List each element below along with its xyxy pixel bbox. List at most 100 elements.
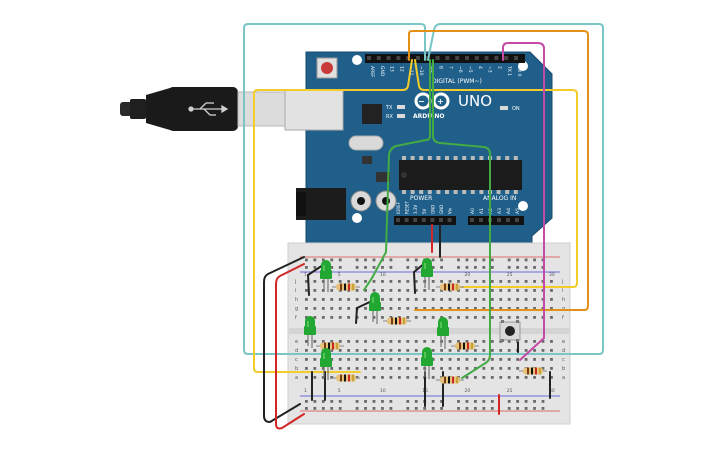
- row-letter: f: [295, 315, 297, 321]
- button-leg: [501, 320, 504, 323]
- rail-hole: [406, 266, 410, 269]
- breadboard-hole: [330, 298, 334, 301]
- column-number: 10: [380, 272, 386, 278]
- header-hole: [470, 218, 474, 222]
- breadboard-hole: [338, 349, 342, 352]
- button-cap: [505, 326, 515, 336]
- breadboard-hole: [482, 376, 486, 379]
- led-body: [320, 358, 332, 367]
- breadboard-hole: [381, 349, 384, 352]
- breadboard-hole: [440, 298, 443, 301]
- rail-hole: [431, 258, 435, 262]
- header-hole: [376, 56, 381, 60]
- led-highlight: [424, 352, 426, 358]
- rail-hole: [465, 266, 469, 269]
- rail-hole: [406, 400, 410, 403]
- breadboard-hole: [533, 298, 536, 301]
- chip-pin: [402, 156, 406, 160]
- breadboard-hole: [364, 307, 367, 310]
- row-letter: i: [562, 288, 563, 294]
- rail-hole: [431, 407, 435, 410]
- analog-pin-label: A3: [497, 208, 503, 214]
- breadboard-hole: [516, 358, 520, 361]
- resistor-band: [344, 283, 346, 291]
- rail-hole: [355, 407, 359, 410]
- header-hole: [497, 218, 501, 222]
- header-hole: [439, 218, 443, 222]
- breadboard-hole: [338, 280, 342, 283]
- resistor-band: [539, 367, 541, 375]
- row-letter: a: [295, 375, 298, 381]
- breadboard-hole: [305, 280, 308, 283]
- row-letter: g: [295, 306, 298, 312]
- breadboard-hole: [524, 349, 528, 352]
- power-label: POWER: [410, 195, 432, 202]
- breadboard-hole: [406, 358, 410, 361]
- breadboard-hole: [313, 349, 317, 352]
- breadboard-hole: [321, 340, 325, 343]
- rail-hole: [414, 400, 418, 403]
- led-highlight: [372, 297, 374, 303]
- resistor-band: [531, 367, 533, 375]
- header-hole: [515, 218, 519, 222]
- rail-hole: [482, 407, 486, 410]
- power-pin-label: IOREF: [396, 201, 401, 214]
- rail-hole: [389, 400, 393, 403]
- breadboard-hole: [448, 316, 452, 319]
- breadboard-hole: [406, 367, 410, 370]
- breadboard-hole: [457, 316, 460, 319]
- breadboard-hole: [372, 367, 376, 370]
- breadboard-hole: [507, 280, 511, 283]
- resistor-band: [352, 283, 354, 291]
- breadboard-hole: [482, 358, 486, 361]
- resistor-band: [452, 376, 454, 384]
- rail-hole: [305, 266, 308, 269]
- resistor: [519, 367, 547, 375]
- breadboard-hole: [465, 289, 469, 292]
- row-letter: i: [295, 288, 296, 294]
- wire-yellow-right: [414, 59, 578, 288]
- breadboard-hole: [533, 316, 536, 319]
- rail-hole: [338, 407, 342, 410]
- resistor-band: [399, 317, 401, 325]
- breadboard-hole: [457, 358, 460, 361]
- breadboard-hole: [397, 340, 401, 343]
- breadboard-hole: [499, 289, 503, 292]
- breadboard-hole: [414, 307, 418, 310]
- led-dome: [321, 348, 331, 358]
- power-pin-label: GND: [439, 205, 444, 214]
- breadboard-hole: [474, 349, 477, 352]
- rail-hole: [474, 266, 477, 269]
- breadboard-hole: [305, 349, 308, 352]
- resistor-band: [527, 367, 529, 375]
- breadboard-hole: [321, 376, 325, 379]
- breadboard-hole: [440, 367, 443, 370]
- rail-hole: [490, 258, 494, 262]
- digital-pin-label: TX 1: [506, 65, 512, 76]
- header-hole: [430, 218, 435, 222]
- breadboard-hole: [474, 307, 477, 310]
- breadboard-hole: [364, 358, 367, 361]
- resistor-band: [328, 342, 330, 350]
- rail-hole: [406, 407, 410, 410]
- led-dome: [305, 316, 315, 326]
- row-letter: d: [295, 348, 298, 354]
- rail-hole: [364, 400, 367, 403]
- header-hole: [413, 218, 418, 222]
- breadboard-hole: [490, 340, 494, 343]
- breadboard-hole: [313, 298, 317, 301]
- breadboard-hole: [533, 289, 536, 292]
- chip-pin: [427, 156, 432, 160]
- breadboard-hole: [440, 349, 443, 352]
- breadboard-hole: [516, 289, 520, 292]
- breadboard-hole: [507, 349, 511, 352]
- resistor-band: [448, 376, 450, 384]
- rail-hole: [457, 407, 460, 410]
- resistor-band: [340, 374, 342, 382]
- breadboard-hole: [482, 340, 486, 343]
- digital-pin-label: ~6: [457, 66, 463, 73]
- rail-hole: [313, 266, 317, 269]
- on-label: ON: [512, 106, 520, 112]
- led-body: [421, 357, 433, 366]
